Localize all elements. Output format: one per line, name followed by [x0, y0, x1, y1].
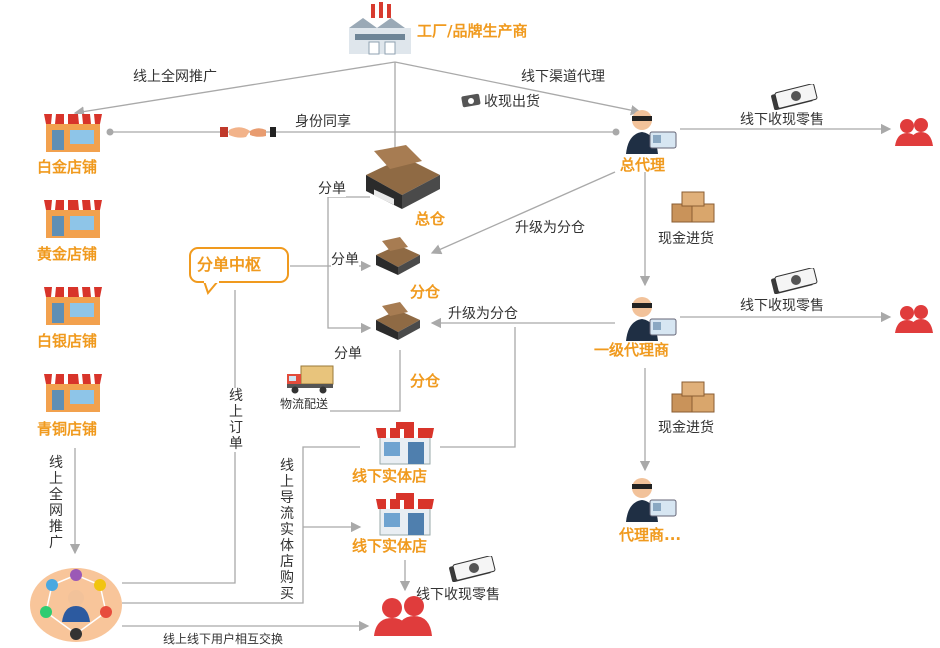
offline-store-2-label: 线下实体店 — [352, 537, 428, 555]
shop-icon — [376, 422, 434, 465]
hub-label: 分单中枢 — [197, 255, 262, 274]
boxes-icon — [671, 381, 715, 413]
warehouse-icon — [376, 237, 420, 275]
logistics-label: 物流配送 — [280, 397, 329, 411]
users-icon — [895, 118, 933, 146]
split-1-label: 分单 — [318, 181, 346, 197]
branch-warehouse-1-label: 分仓 — [410, 283, 441, 301]
agent-icon — [626, 478, 677, 522]
warehouse-icon — [376, 302, 420, 340]
offline-retail-1-label: 线下收现零售 — [740, 112, 824, 128]
cash-purchase-1-label: 现金进货 — [658, 231, 714, 247]
online-order-label: 线上订单 — [228, 388, 244, 452]
cash-icon — [461, 93, 481, 108]
users-icon — [374, 596, 432, 636]
upgrade-2-label: 升级为分仓 — [448, 306, 518, 322]
general-agent-label: 总代理 — [620, 156, 666, 174]
agent-icon — [626, 110, 677, 154]
agent-icon — [626, 297, 677, 341]
cash-purchase-2-label: 现金进货 — [658, 420, 714, 436]
main-warehouse-label: 总仓 — [415, 210, 446, 228]
users-icon — [895, 305, 933, 333]
boxes-icon — [671, 191, 715, 223]
gold-store-label: 黄金店铺 — [37, 245, 98, 263]
offline-channel-label: 线下渠道代理 — [521, 69, 605, 85]
online-promo-top-label: 线上全网推广 — [133, 69, 217, 85]
bronze-store-label: 青铜店铺 — [37, 420, 98, 438]
handshake-icon — [220, 127, 276, 138]
silver-store-label: 白银店铺 — [37, 332, 98, 350]
factory-label: 工厂/品牌生产商 — [417, 22, 528, 40]
warehouse-icon — [366, 145, 440, 209]
store-icon — [44, 287, 102, 325]
online-promo-left-label: 线上全网推广 — [48, 455, 64, 551]
cash-icon — [449, 556, 496, 582]
offline-retail-2-label: 线下收现零售 — [740, 298, 824, 314]
offline-retail-3-label: 线下收现零售 — [416, 587, 500, 603]
first-agent-label: 一级代理商 — [594, 341, 670, 359]
hub-bubble — [189, 247, 289, 296]
identity-share-label: 身份同享 — [295, 114, 351, 130]
factory-icon — [349, 2, 411, 55]
drain-to-store-label: 线上导流实体店购买 — [279, 458, 295, 602]
split-2-label: 分单 — [331, 252, 359, 268]
cash-icon — [771, 268, 818, 294]
branch-warehouse-2-label: 分仓 — [410, 372, 441, 390]
user-network-icon — [30, 568, 122, 642]
exchange-label: 线上线下用户相互交换 — [163, 632, 284, 646]
offline-store-1-label: 线下实体店 — [352, 467, 428, 485]
agent-more-label: 代理商... — [619, 526, 682, 544]
truck-icon — [287, 365, 334, 394]
split-3-label: 分单 — [334, 346, 362, 362]
cash-icon — [771, 84, 818, 110]
upgrade-1-label: 升级为分仓 — [515, 220, 585, 236]
platinum-store-label: 白金店铺 — [37, 158, 98, 176]
cash-shipment-label: 收现出货 — [484, 94, 540, 110]
shop-icon — [376, 493, 434, 536]
store-icon — [44, 114, 102, 152]
store-icon — [44, 374, 102, 412]
store-icon — [44, 200, 102, 238]
